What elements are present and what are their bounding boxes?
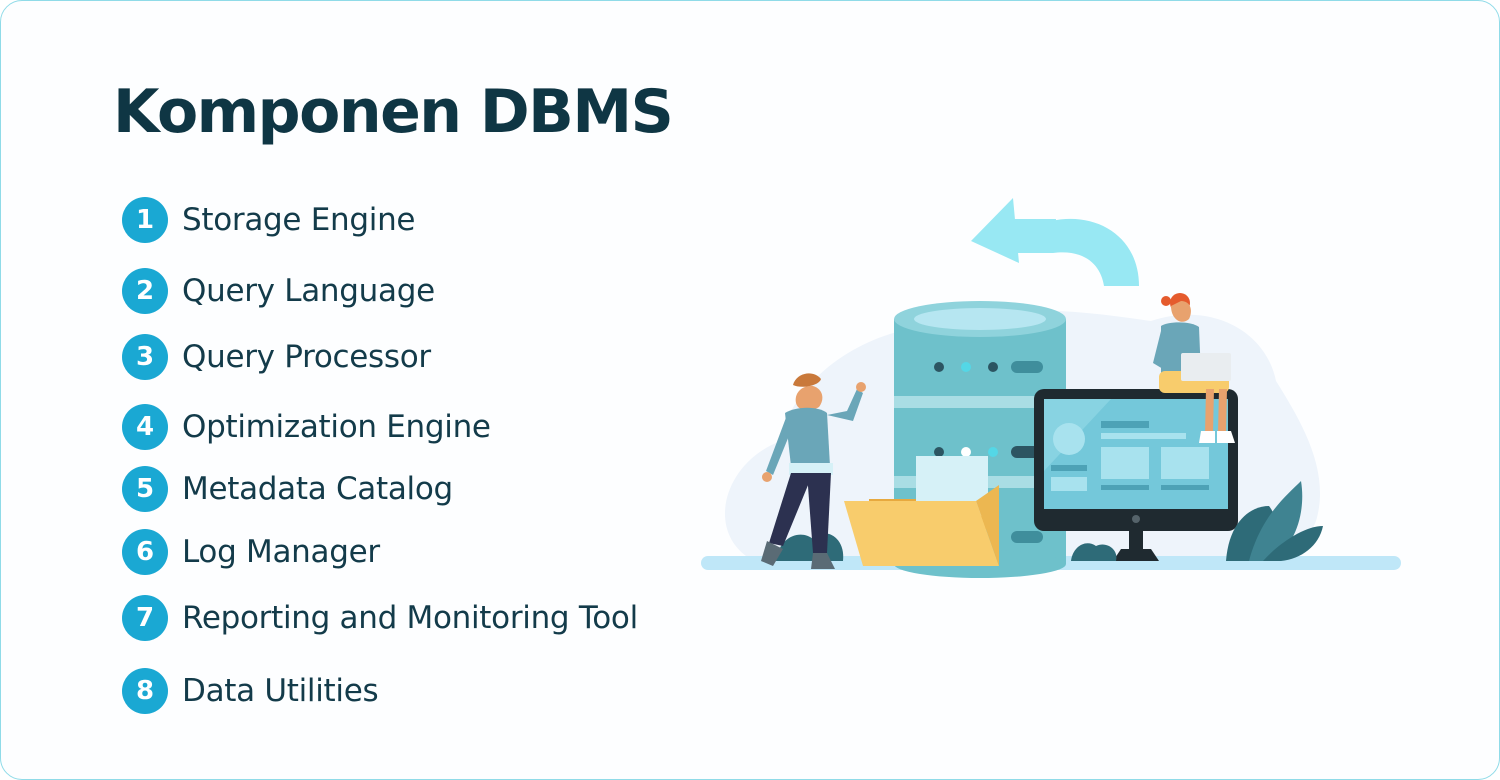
list-item: 7 Reporting and Monitoring Tool xyxy=(122,594,638,642)
item-label: Log Manager xyxy=(182,534,380,570)
number-badge: 3 xyxy=(122,334,168,380)
number-badge: 1 xyxy=(122,197,168,243)
list-item: 6 Log Manager xyxy=(122,528,380,576)
item-label: Query Processor xyxy=(182,339,431,375)
list-item: 1 Storage Engine xyxy=(122,196,416,244)
list-item: 8 Data Utilities xyxy=(122,667,379,715)
item-label: Reporting and Monitoring Tool xyxy=(182,600,638,636)
page-title: Komponen DBMS xyxy=(113,77,674,147)
number-badge: 2 xyxy=(122,268,168,314)
folder-icon xyxy=(844,456,999,566)
item-label: Data Utilities xyxy=(182,673,379,709)
item-label: Optimization Engine xyxy=(182,409,491,445)
item-label: Storage Engine xyxy=(182,202,416,238)
person-with-laptop-icon xyxy=(1153,293,1235,443)
number-badge: 7 xyxy=(122,595,168,641)
number-badge: 8 xyxy=(122,668,168,714)
monitor-icon xyxy=(1034,389,1238,561)
list-item: 2 Query Language xyxy=(122,267,435,315)
curved-arrow-icon xyxy=(971,198,1139,286)
list-item: 3 Query Processor xyxy=(122,333,431,381)
list-item: 4 Optimization Engine xyxy=(122,403,491,451)
number-badge: 5 xyxy=(122,466,168,512)
database-illustration xyxy=(701,198,1401,578)
item-label: Query Language xyxy=(182,273,435,309)
number-badge: 6 xyxy=(122,529,168,575)
person-waving-icon xyxy=(761,373,866,569)
list-item: 5 Metadata Catalog xyxy=(122,465,453,513)
item-label: Metadata Catalog xyxy=(182,471,453,507)
number-badge: 4 xyxy=(122,404,168,450)
